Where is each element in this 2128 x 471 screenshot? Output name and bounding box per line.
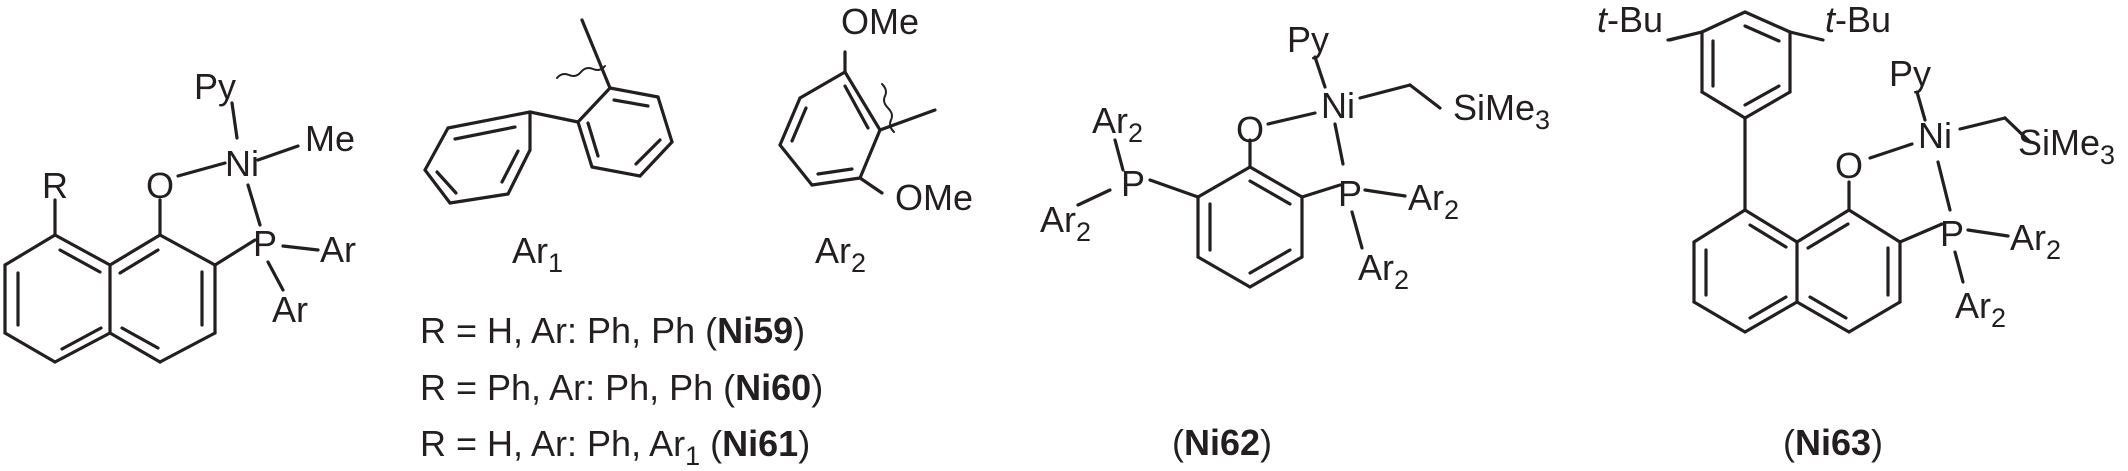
atom-O: O	[146, 165, 174, 206]
atom-Me: Me	[305, 118, 355, 159]
ar2-group: Ar2	[1040, 199, 1091, 247]
atom-O: O	[1236, 109, 1264, 150]
atom-P: P	[253, 223, 277, 264]
ar1-label: Ar1	[512, 230, 563, 278]
ar2-dimethoxyphenyl-structure: OMe OMe Ar2	[778, 1, 973, 278]
atom-Py: Py	[1889, 53, 1931, 94]
label-ni63: (Ni63)	[1783, 422, 1883, 463]
atom-P: P	[1338, 173, 1362, 214]
ar2-group: Ar2	[1358, 247, 1409, 295]
ni62-structure: O Ni Py SiMe3 P Ar2 Ar2 P Ar2 Ar2 (Ni62)	[1040, 19, 1550, 463]
atom-Ar: Ar	[272, 289, 308, 330]
caption-ni59: R = H, Ar: Ph, Ph (Ni59)	[420, 310, 805, 351]
sime3-group: SiMe3	[1453, 87, 1550, 135]
atom-Ni: Ni	[1918, 115, 1952, 156]
atom-Ar: Ar	[320, 229, 356, 270]
atom-R: R	[42, 165, 68, 206]
sime3-group: SiMe3	[2018, 122, 2115, 170]
atom-OMe-bottom: OMe	[895, 177, 973, 218]
t-butyl-group: t-Bu	[1597, 0, 1663, 40]
caption-ni61: R = H, Ar: Ph, Ar1 (Ni61)	[420, 423, 810, 471]
ar2-group: Ar2	[2010, 217, 2061, 265]
caption-list: R = H, Ar: Ph, Ph (Ni59) R = Ph, Ar: Ph,…	[420, 310, 823, 471]
atom-Py: Py	[1287, 19, 1329, 60]
ar1-biphenyl-structure: Ar1	[423, 18, 674, 278]
atom-P: P	[1940, 213, 1964, 254]
ar2-label: Ar2	[815, 230, 866, 278]
label-ni62: (Ni62)	[1172, 422, 1272, 463]
atom-O: O	[1835, 145, 1863, 186]
atom-Py: Py	[194, 66, 236, 107]
atom-Ni: Ni	[225, 143, 259, 184]
ni63-structure: t-Bu t-Bu O Ni Py SiMe3 P Ar2 Ar2 (Ni63)	[1597, 0, 2115, 463]
naphthoxy-ni-complex: R O Ni P Py Me Ar Ar	[3, 66, 356, 364]
ar2-group: Ar2	[1092, 100, 1143, 148]
ar2-group: Ar2	[1408, 177, 1459, 225]
atom-OMe-top: OMe	[841, 1, 919, 42]
atom-P: P	[1121, 163, 1145, 204]
ar2-group: Ar2	[1955, 285, 2006, 333]
caption-ni60: R = Ph, Ar: Ph, Ph (Ni60)	[420, 367, 823, 408]
t-butyl-group: t-Bu	[1825, 0, 1891, 40]
atom-Ni: Ni	[1321, 85, 1355, 126]
